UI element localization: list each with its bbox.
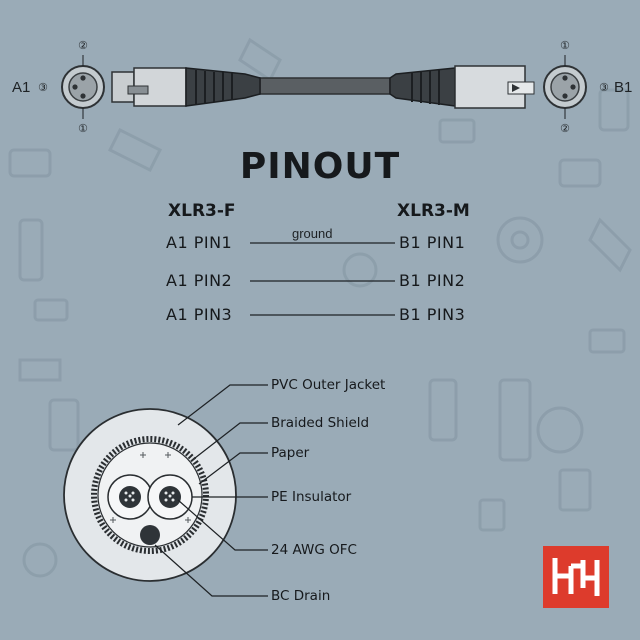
leader-drain (154, 544, 268, 597)
layer-label-shield: Braided Shield (271, 415, 370, 431)
layer-label-paper: Paper (271, 445, 310, 461)
leader-shield (194, 422, 268, 459)
leader-conductor (177, 499, 268, 551)
page-title: PINOUT (239, 146, 401, 187)
pin-row-3-right: B1 PIN3 (399, 305, 466, 324)
column-header-male: XLR3-M (397, 201, 470, 221)
xlr-female-connector-icon (61, 55, 105, 119)
right-pin-bottom-label: ② (560, 122, 570, 135)
leader-paper (198, 452, 268, 485)
right-pin-side-label: ③ (599, 81, 609, 94)
column-header-female: XLR3-F (168, 201, 236, 221)
pin-row-2-right: B1 PIN2 (399, 271, 466, 290)
right-connector-body (389, 65, 535, 109)
pin-row-2-left: A1 PIN2 (166, 271, 233, 290)
left-pin-top-label: ② (78, 39, 88, 52)
layer-label-conductor: 24 AWG OFC (271, 542, 357, 558)
pin-row-1-note: ground (292, 226, 333, 241)
right-pin-top-label: ① (560, 39, 570, 52)
leader-jacket (177, 384, 268, 426)
cable-illustration (61, 55, 587, 119)
braided-shield (91, 436, 209, 554)
layer-label-drain: BC Drain (271, 588, 331, 604)
left-end-label: A1 (12, 79, 31, 96)
xlr-male-connector-icon (543, 55, 587, 119)
left-connector-body (111, 67, 261, 107)
left-pin-side-label: ③ (38, 81, 48, 94)
pin-row-3-left: A1 PIN3 (166, 305, 233, 324)
hosa-logo-icon (543, 546, 609, 608)
layer-label-jacket: PVC Outer Jacket (271, 377, 386, 393)
right-end-label: B1 (614, 79, 633, 96)
pin-row-1-right: B1 PIN1 (399, 233, 466, 252)
pin-row-1-left: A1 PIN1 (166, 233, 233, 252)
left-pin-bottom-label: ① (78, 122, 88, 135)
layer-label-insulator: PE Insulator (271, 489, 352, 505)
bc-drain-wire (140, 525, 160, 545)
